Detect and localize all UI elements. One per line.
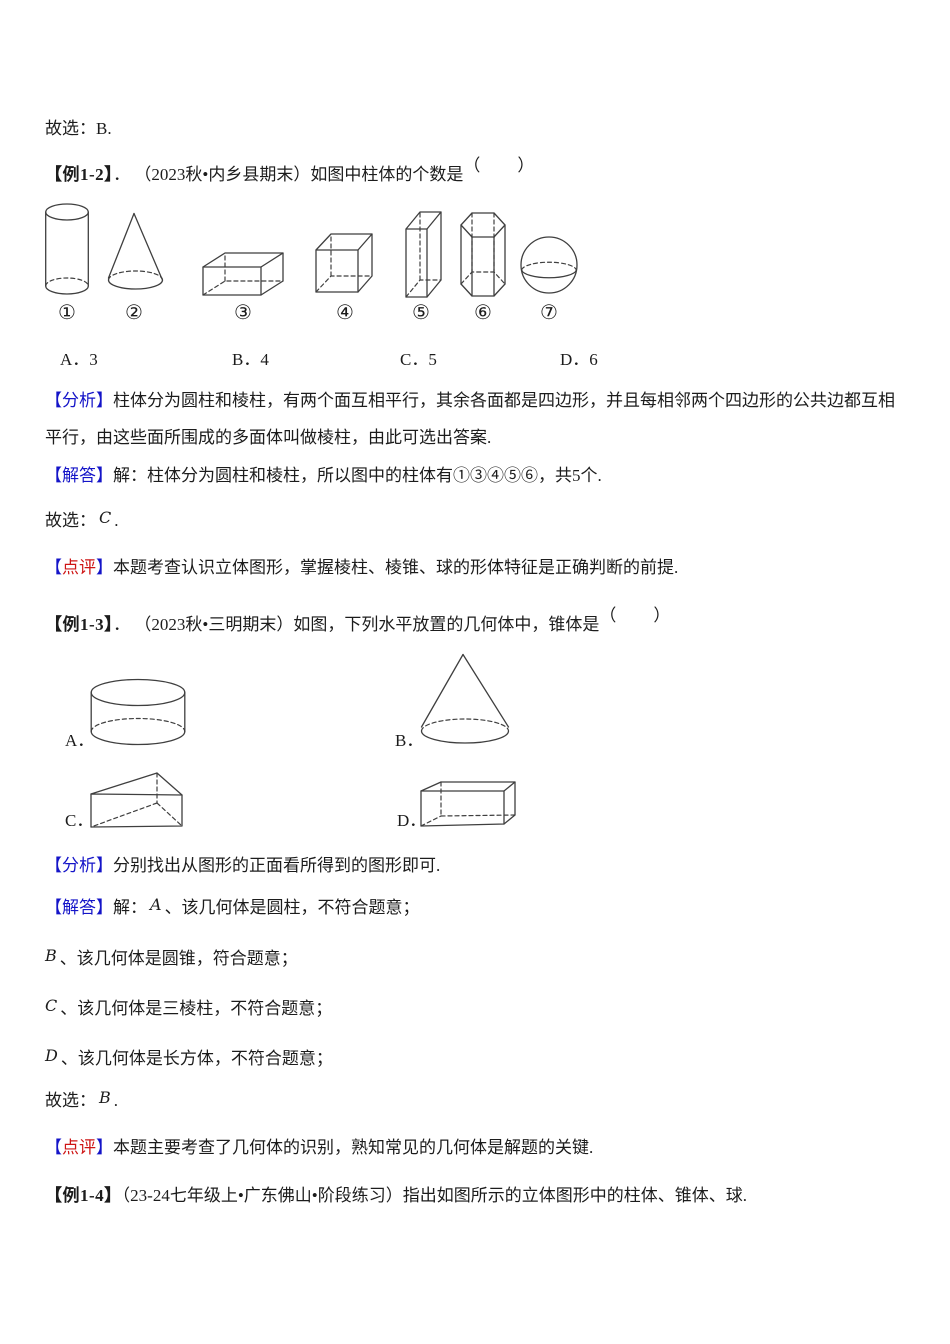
example-1-2-options: A．3 B．4 C．5 D．6 [0,345,950,369]
cuboid-d-figure [420,781,516,827]
cube-drawing [315,233,373,293]
example-1-2-answer-blank: （ ） [463,156,536,175]
cuboid-drawing [202,252,284,296]
analysis-text: 柱体分为圆柱和棱柱，有两个面互相平行，其余各面都是四边形，并且每相邻两个四边形的… [45,391,895,447]
item-c-text: 、该几何体是三棱柱，不符合题意； [60,999,333,1018]
example-1-3-conclusion: 故选：B. [45,1086,118,1111]
example-1-3-label: 【例1-3】 [45,615,114,634]
example-1-4-label: 【例1-4】 [45,1186,122,1205]
example-1-3-answer-item-c: C、该几何体是三棱柱，不符合题意； [45,994,332,1019]
sphere-drawing [520,236,578,294]
item-b-choice: B [45,946,57,965]
example-1-3-comment: 【点评】本题主要考查了几何体的识别，熟知常见的几何体是解题的关键. [45,1133,593,1158]
example-1-2-conclusion: 故选：C. [45,506,119,531]
cuboid-figure [202,252,284,297]
figure-label-2: ② [125,300,143,324]
triangular-prism-figure [88,770,184,828]
item-d-choice: D [45,1046,58,1065]
answer-tag: 【解答】 [45,898,113,917]
example-1-3-dot: ． [113,615,131,634]
triangular-prism-drawing [90,772,183,828]
option-d: D．6 [560,350,598,369]
example-1-4-question: （23-24七年级上•广东佛山•阶段练习）指出如图所示的立体图形中的柱体、锥体、… [121,1186,747,1205]
figure-label-7: ⑦ [540,300,558,324]
choice-a-label: A． [65,731,95,750]
example-1-3-analysis: 【分析】分别找出从图形的正面看所得到的图形即可. [45,851,440,876]
example-1-2-comment: 【点评】本题考查认识立体图形，掌握棱柱、棱锥、球的形体特征是正确判断的前提. [45,553,678,578]
sphere-figure [520,233,578,299]
tall-cuboid-drawing [405,211,442,298]
figure-label-3: ③ [234,300,252,324]
cone-drawing [107,212,164,290]
example-1-2-question: （2023秋•内乡县期末）如图中柱体的个数是 [134,165,464,184]
analysis-text: 分别找出从图形的正面看所得到的图形即可. [113,856,441,875]
answer-prefix: 故选： [45,119,96,138]
conclusion-choice: C [99,508,112,527]
hexagonal-prism-drawing [460,212,506,297]
answer-tag: 【解答】 [45,466,113,485]
cylinder-drawing [45,203,89,295]
choice-b-label: B． [395,731,424,750]
item-a-text: 、该几何体是圆柱，不符合题意； [164,898,420,917]
cuboid-d-drawing [420,781,516,827]
choice-c-label: C． [65,811,94,830]
comment-tag: 【点评】 [45,1138,113,1157]
cylinder-figure [45,203,89,295]
answer-intro: 解： [113,898,147,917]
conclusion-prefix: 故选： [45,1091,96,1110]
short-cylinder-drawing [90,678,186,746]
comment-text: 本题考查认识立体图形，掌握棱柱、棱锥、球的形体特征是正确判断的前提. [113,558,679,577]
example-1-3-heading: 【例1-3】． （2023秋•三明期末）如图，下列水平放置的几何体中，锥体是（ … [45,606,671,635]
example-1-2-label: 【例1-2】 [45,165,114,184]
conclusion-prefix: 故选： [45,511,96,530]
cube-figure [315,233,373,293]
item-b-text: 、该几何体是圆锥，符合题意； [59,949,298,968]
item-a-choice: A [150,895,162,914]
short-cylinder-figure [90,678,186,746]
answer-text: 解：柱体分为圆柱和棱柱，所以图中的柱体有①③④⑤⑥，共5个. [113,466,602,485]
example-1-4-heading: 【例1-4】（23-24七年级上•广东佛山•阶段练习）指出如图所示的立体图形中的… [45,1181,747,1206]
example-1-3-answer-item-d: D、该几何体是长方体，不符合题意； [45,1044,333,1069]
cone-b-figure [420,653,510,745]
conclusion-period: . [113,1091,119,1110]
cone-b-drawing [420,653,510,744]
previous-answer-line: 故选：B. [45,114,112,139]
conclusion-period: . [114,511,119,530]
option-b: B．4 [232,350,269,369]
hexagonal-prism-figure [460,210,506,298]
conclusion-choice: B [99,1088,111,1107]
analysis-tag: 【分析】 [45,856,113,875]
option-a: A．3 [60,350,98,369]
figure-label-6: ⑥ [474,300,492,324]
comment-text: 本题主要考查了几何体的识别，熟知常见的几何体是解题的关键. [113,1138,594,1157]
choice-d-label: D． [397,811,427,830]
answer-choice: B [96,119,108,138]
analysis-tag: 【分析】 [45,391,113,410]
example-1-2-answer: 【解答】解：柱体分为圆柱和棱柱，所以图中的柱体有①③④⑤⑥，共5个. [45,461,602,486]
example-1-2-figure: ① ② ③ ④ ⑤ ⑥ ⑦ [45,200,625,332]
example-1-3-figure: A． B． C． [45,648,605,843]
figure-label-5: ⑤ [412,300,430,324]
example-1-2-heading: 【例1-2】． （2023秋•内乡县期末）如图中柱体的个数是（ ） [45,156,535,185]
figure-label-4: ④ [336,300,354,324]
item-d-text: 、该几何体是长方体，不符合题意； [60,1049,333,1068]
answer-period: . [107,119,112,138]
cone-figure [107,212,167,292]
example-1-3-answer-blank: （ ） [599,606,672,625]
example-1-3-answer-item-b: B、该几何体是圆锥，符合题意； [45,944,298,969]
item-c-choice: C [45,996,58,1015]
example-1-3-answer-item-a: 【解答】解：A、该几何体是圆柱，不符合题意； [45,893,420,918]
comment-tag: 【点评】 [45,558,113,577]
tall-cuboid-figure [405,210,442,298]
figure-label-1: ① [58,300,76,324]
option-c: C．5 [400,350,437,369]
example-1-3-question: （2023秋•三明期末）如图，下列水平放置的几何体中，锥体是 [134,615,600,634]
example-1-2-analysis: 【分析】柱体分为圆柱和棱柱，有两个面互相平行，其余各面都是四边形，并且每相邻两个… [45,382,910,456]
example-1-2-dot: ． [113,165,131,184]
